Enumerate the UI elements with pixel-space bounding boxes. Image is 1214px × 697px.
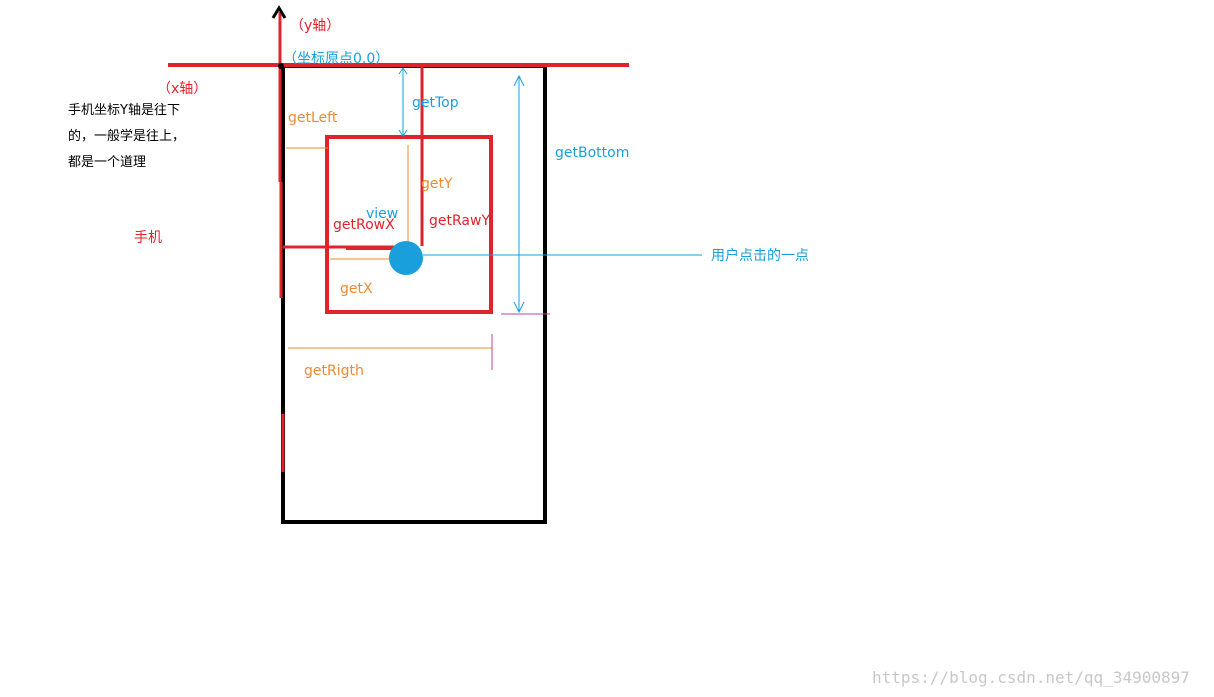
- note-line-3: 都是一个道理: [68, 155, 147, 170]
- note-line-1: 手机坐标Y轴是往下: [68, 103, 180, 118]
- origin-dot: [278, 63, 284, 69]
- get-x-label: getX: [340, 281, 373, 297]
- get-top-arrow-up-icon: [398, 67, 408, 75]
- watermark: https://blog.csdn.net/qq_34900897: [872, 668, 1190, 687]
- y-axis-label: （y轴）: [290, 18, 341, 34]
- x-axis-label: （x轴）: [157, 81, 208, 97]
- phone-outline: [281, 64, 547, 524]
- get-bottom-arrow-down-icon: [513, 301, 525, 314]
- get-rigth-label: getRigth: [304, 363, 364, 379]
- y-axis-arrow-icon: [271, 5, 287, 19]
- get-left-label: getLeft: [288, 110, 338, 126]
- origin-label: （坐标原点0.0）: [283, 51, 390, 67]
- get-raw-y-label: getRawY: [429, 213, 490, 229]
- get-y-label: getY: [421, 176, 453, 192]
- view-box: [325, 135, 493, 314]
- get-bottom-label: getBottom: [555, 145, 630, 161]
- coordinate-note: 手机坐标Y轴是往下 的，一般学是往上， 都是一个道理: [68, 98, 185, 176]
- view-label: view: [366, 206, 399, 222]
- click-point-dot: [389, 241, 423, 275]
- get-row-x-label: getRowX: [333, 217, 395, 233]
- note-line-2: 的，一般学是往上，: [68, 129, 186, 144]
- get-bottom-arrow-up-icon: [513, 74, 525, 87]
- get-top-label: getTop: [412, 95, 459, 111]
- phone-label: 手机: [134, 230, 162, 246]
- click-point-label: 用户点击的一点: [711, 248, 809, 264]
- get-top-arrow-down-icon: [398, 129, 408, 137]
